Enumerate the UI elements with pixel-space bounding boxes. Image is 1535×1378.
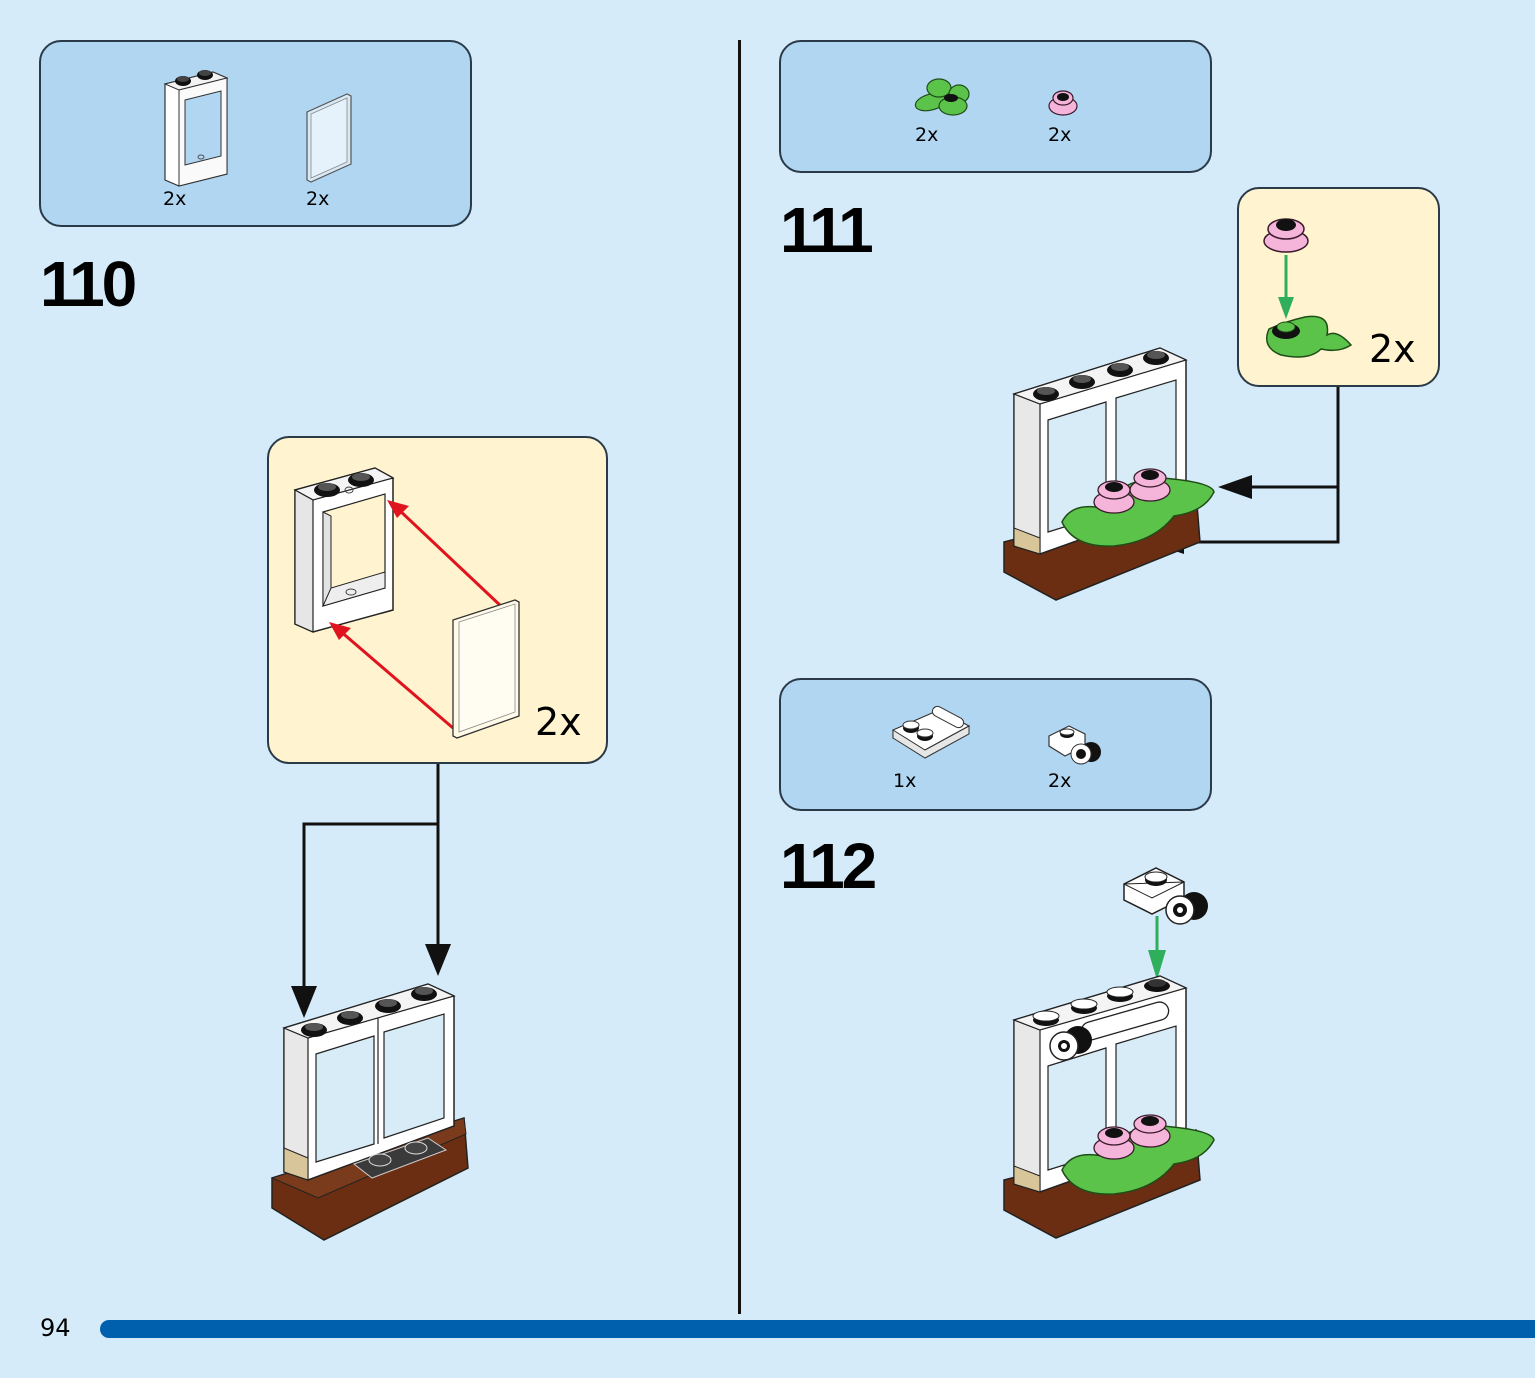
- step-number: 110: [40, 248, 137, 320]
- model-111-assembly: [1003, 347, 1215, 601]
- part-quantity: 1x: [893, 770, 917, 792]
- part-quantity: 2x: [915, 124, 939, 146]
- glass-pane-part-icon: [306, 93, 352, 183]
- plate-with-handle-part-icon: [892, 705, 971, 759]
- insert-arrows: [329, 500, 505, 730]
- callout-quantity: 2x: [535, 700, 582, 744]
- part-quantity: 2x: [306, 188, 330, 210]
- plate-with-clip-part-icon: [1048, 725, 1101, 765]
- model-112-assembly: [1003, 975, 1215, 1239]
- callout-quantity: 2x: [1369, 327, 1416, 371]
- step-111-callout: 2x: [1237, 187, 1440, 387]
- window-frame-icon: [293, 467, 395, 633]
- page-progress-bar: [100, 1320, 1535, 1338]
- glass-pane-icon: [452, 599, 520, 739]
- page-number: 94: [40, 1314, 71, 1342]
- step-112-parts-box: 1x 2x: [779, 678, 1212, 811]
- step-number: 112: [780, 830, 877, 902]
- part-quantity: 2x: [1048, 770, 1072, 792]
- flower-part-icon: [1048, 90, 1078, 116]
- window-frame-part-icon: [163, 70, 229, 187]
- step-110-callout: 2x: [267, 436, 608, 764]
- step-111-parts-box: 2x 2x: [779, 40, 1212, 173]
- model-110-assembly: [270, 983, 469, 1241]
- flower-attach-diagram: [1263, 218, 1353, 358]
- part-quantity: 2x: [1048, 124, 1072, 146]
- step-110-parts-box: 2x 2x: [39, 40, 472, 227]
- plant-leaves-part-icon: [914, 78, 970, 116]
- clip-piece-icon: [1123, 867, 1208, 925]
- part-quantity: 2x: [163, 188, 187, 210]
- column-divider: [738, 40, 741, 1314]
- step-number: 111: [780, 194, 874, 266]
